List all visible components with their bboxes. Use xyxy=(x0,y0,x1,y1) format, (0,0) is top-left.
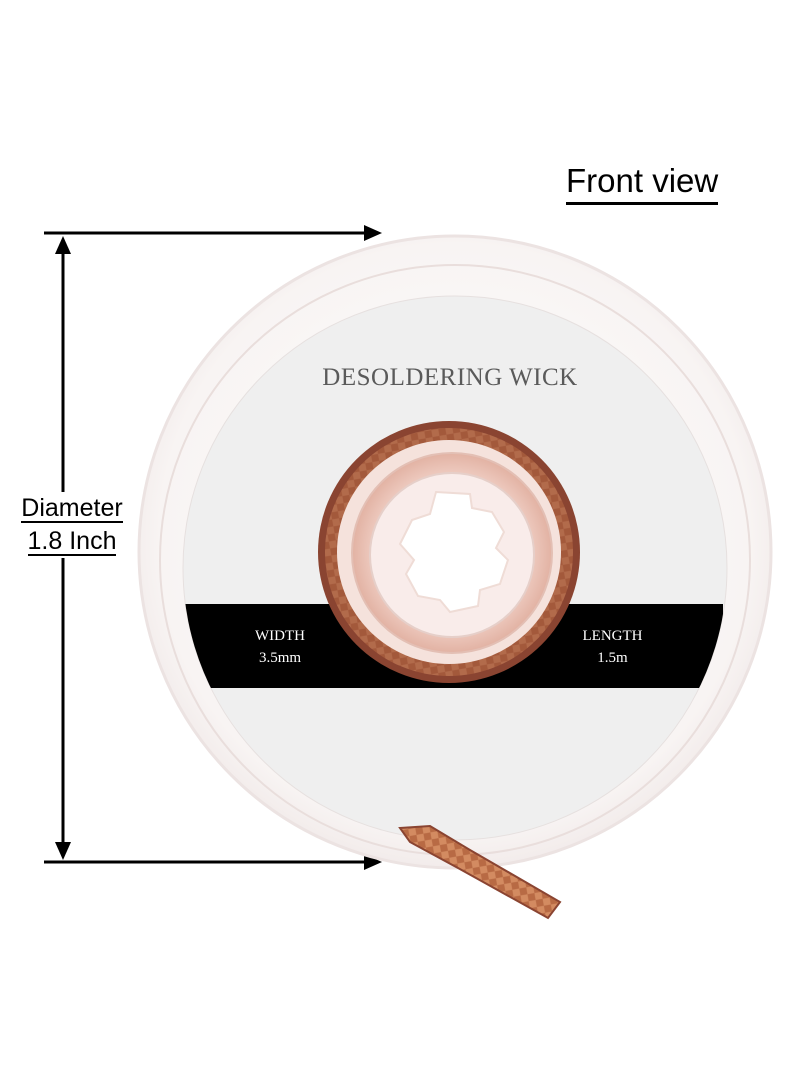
width-spec: WIDTH 3.5mm xyxy=(235,625,325,669)
spool xyxy=(137,234,773,920)
length-label: LENGTH xyxy=(582,628,643,644)
up-arrowhead xyxy=(55,236,71,254)
diameter-label-line2: 1.8 Inch xyxy=(27,527,117,556)
product-name: DESOLDERING WICK xyxy=(322,364,578,391)
bottom-arrowhead xyxy=(364,854,382,870)
down-arrowhead xyxy=(55,842,71,860)
width-value: 3.5mm xyxy=(258,650,302,666)
top-arrowhead xyxy=(364,225,382,241)
wick-tail xyxy=(398,824,562,920)
length-value: 1.5m xyxy=(597,650,628,666)
hub-hole xyxy=(398,490,510,614)
view-title: Front view xyxy=(566,162,719,205)
diameter-label-line1: Diameter xyxy=(21,494,123,523)
width-label: WIDTH xyxy=(255,628,305,644)
diameter-label: Diameter 1.8 Inch xyxy=(8,492,136,558)
length-spec: LENGTH 1.5m xyxy=(565,625,660,669)
